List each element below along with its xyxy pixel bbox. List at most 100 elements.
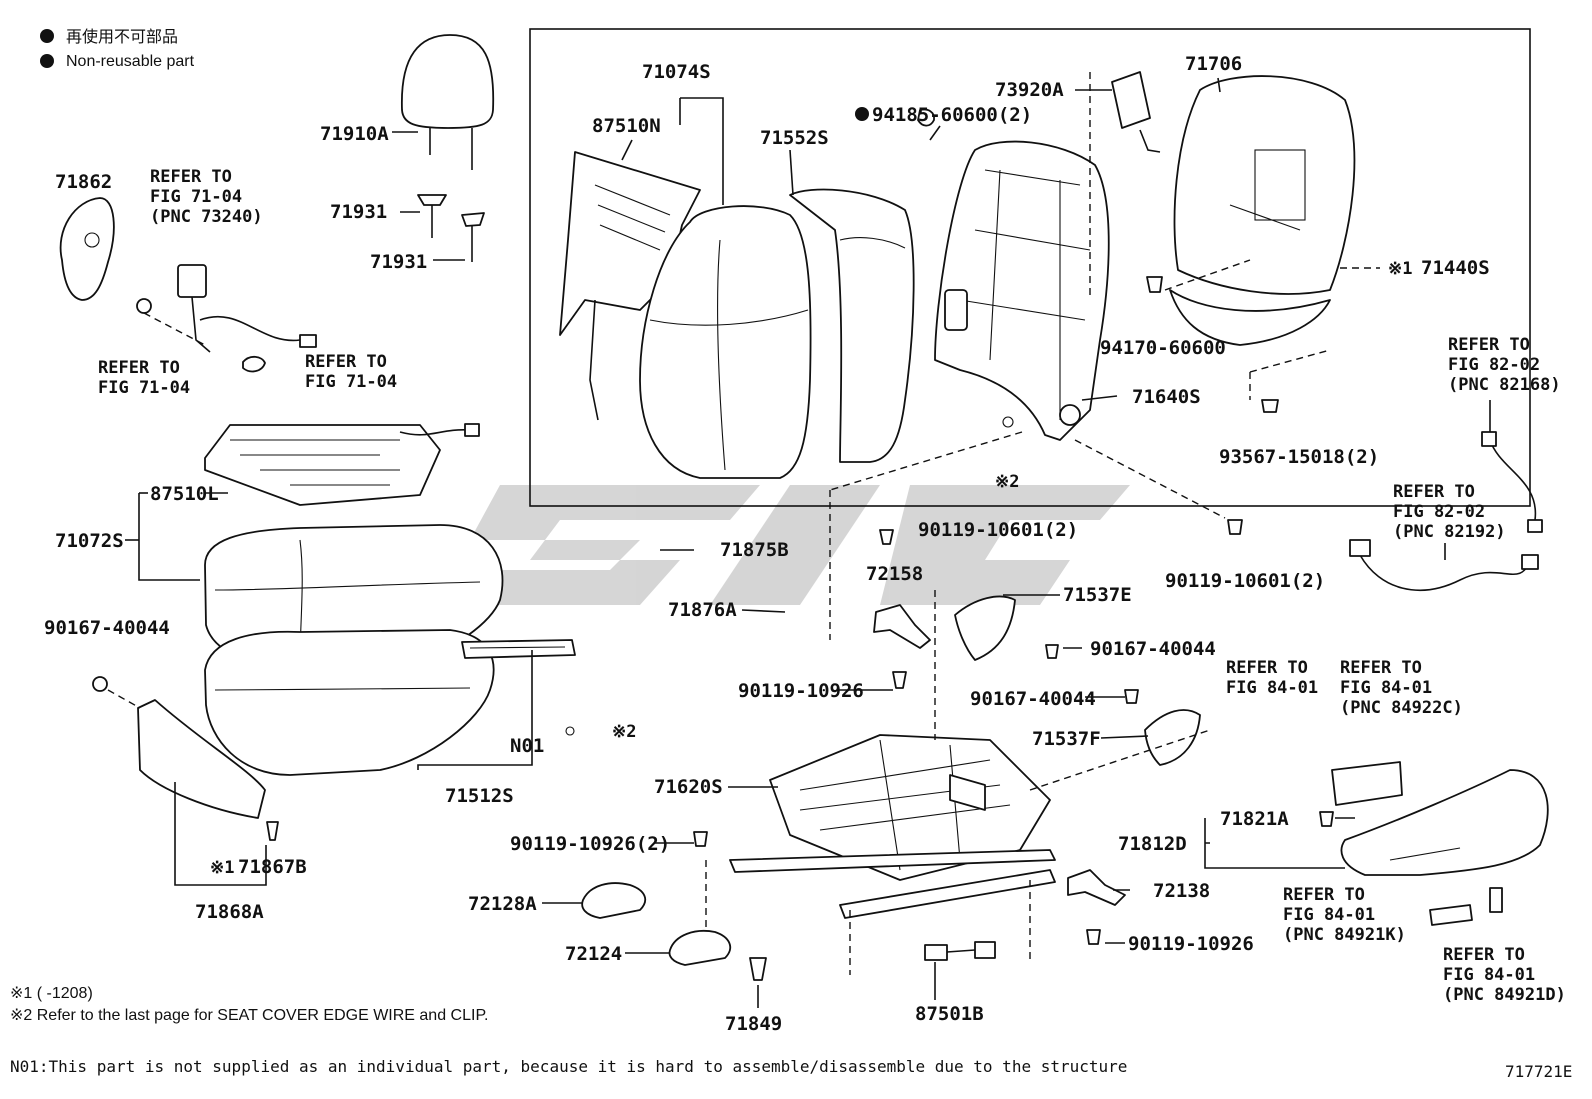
refer-callout-71-04-right: REFER TO FIG 71-04 xyxy=(305,352,397,392)
label-71074S: 71074S xyxy=(642,61,711,83)
label-90119-10926: 90119-10926 xyxy=(738,680,864,702)
label-71931: 71931 xyxy=(370,251,427,273)
seatback-pad-87510N-drawing xyxy=(559,151,701,421)
svg-text:(PNC 84921K): (PNC 84921K) xyxy=(1283,925,1406,945)
seatback-frame-71640S-drawing xyxy=(917,108,1110,441)
clip-icon xyxy=(565,726,575,736)
label-71512S: 71512S xyxy=(445,785,514,807)
non-reusable-dot-icon xyxy=(40,54,54,68)
refer-callout-73240: REFER TO FIG 71-04 (PNC 73240) xyxy=(150,167,263,227)
svg-text:FIG 82-02: FIG 82-02 xyxy=(1393,502,1485,522)
svg-text:FIG 84-01: FIG 84-01 xyxy=(1226,678,1318,698)
seatback-board-71706-drawing xyxy=(1169,75,1356,346)
svg-text:(PNC 82192): (PNC 82192) xyxy=(1393,522,1506,542)
side-shield-71812D-drawing xyxy=(1319,761,1549,926)
label-71640S: 71640S xyxy=(1132,386,1201,408)
part-labels: 71910A 71931 71931 71862 71074S 87510N 7… xyxy=(44,53,1490,1035)
svg-text:REFER TO: REFER TO xyxy=(150,167,232,187)
seat-heater-87510L-drawing xyxy=(204,423,480,506)
label-71910A: 71910A xyxy=(320,123,389,145)
part-71862-drawing xyxy=(59,197,115,301)
svg-text:REFER TO: REFER TO xyxy=(1340,658,1422,678)
label-71620S: 71620S xyxy=(654,776,723,798)
label-87510L: 87510L xyxy=(150,483,219,505)
svg-text:REFER TO: REFER TO xyxy=(1283,885,1365,905)
svg-text:REFER TO: REFER TO xyxy=(1393,482,1475,502)
svg-text:(PNC 84922C): (PNC 84922C) xyxy=(1340,698,1463,718)
svg-text:FIG 84-01: FIG 84-01 xyxy=(1340,678,1432,698)
svg-text:FIG 84-01: FIG 84-01 xyxy=(1283,905,1375,925)
legend-jp: 再使用不可部品 xyxy=(66,28,178,46)
refer-to-callouts: REFER TO FIG 71-04 (PNC 73240) REFER TO … xyxy=(98,167,1566,1005)
label-90119-10926: 90119-10926(2) xyxy=(510,833,670,855)
label-71868A: 71868A xyxy=(195,901,264,923)
figure-code: 717721E xyxy=(1505,1062,1572,1081)
label-87510N: 87510N xyxy=(592,115,661,137)
legend-en: Non-reusable part xyxy=(66,53,195,70)
covers-72128A-72124-drawing xyxy=(581,882,732,966)
svg-text:FIG 82-02: FIG 82-02 xyxy=(1448,355,1540,375)
label-71862: 71862 xyxy=(55,171,112,193)
side-airbag-73920A-drawing xyxy=(1089,71,1161,300)
seat-cushion-drawing xyxy=(204,524,576,776)
wire-harness-drawing xyxy=(1349,431,1543,591)
legend: 再使用不可部品 Non-reusable part xyxy=(40,28,195,70)
label-71706: 71706 xyxy=(1185,53,1242,75)
label-71849: 71849 xyxy=(725,1013,782,1035)
refer-callout-82168: REFER TO FIG 82-02 (PNC 82168) xyxy=(1448,335,1561,395)
label-90119-10926: 90119-10926 xyxy=(1128,933,1254,955)
label-94185-60600: 94185-60600(2) xyxy=(872,104,1032,126)
mark-note-2: ※2 xyxy=(995,472,1019,492)
label-93567-15018: 93567-15018(2) xyxy=(1219,446,1379,468)
footnote-1: ※1 ( -1208) xyxy=(10,985,93,1002)
label-71821A: 71821A xyxy=(1220,808,1289,830)
refer-callout-84-01: REFER TO FIG 84-01 xyxy=(1226,658,1318,698)
label-90167-40044: 90167-40044 xyxy=(1090,638,1216,660)
leader-lines xyxy=(138,77,1491,1008)
svg-text:REFER TO: REFER TO xyxy=(1226,658,1308,678)
label-73920A: 73920A xyxy=(995,79,1064,101)
seatback-group-frame xyxy=(529,28,1531,507)
svg-text:REFER TO: REFER TO xyxy=(98,358,180,378)
mark-note-2: ※2 xyxy=(612,722,636,742)
label-71552S: 71552S xyxy=(760,127,829,149)
label-90119-10601: 90119-10601(2) xyxy=(1165,570,1325,592)
label-71537F: 71537F xyxy=(1032,728,1101,750)
svg-text:(PNC 84921D): (PNC 84921D) xyxy=(1443,985,1566,1005)
refer-callout-84921K: REFER TO FIG 84-01 (PNC 84921K) xyxy=(1283,885,1406,945)
headrest-drawing xyxy=(401,34,495,262)
svg-text:REFER TO: REFER TO xyxy=(305,352,387,372)
mark-note-1: ※1 xyxy=(1388,259,1412,279)
label-90167-40044: 90167-40044 xyxy=(44,617,170,639)
non-reusable-dot-icon xyxy=(855,107,869,121)
mark-note-1: ※1 xyxy=(210,858,234,878)
svg-text:FIG 71-04: FIG 71-04 xyxy=(305,372,397,392)
refer-callout-84922C: REFER TO FIG 84-01 (PNC 84922C) xyxy=(1340,658,1463,718)
label-71876A: 71876A xyxy=(668,599,737,621)
svg-text:FIG 71-04: FIG 71-04 xyxy=(98,378,190,398)
svg-text:FIG 71-04: FIG 71-04 xyxy=(150,187,242,207)
label-71867B: 71867B xyxy=(238,856,307,878)
label-94170-60600: 94170-60600 xyxy=(1100,337,1226,359)
label-72124: 72124 xyxy=(565,943,622,965)
svg-text:FIG 84-01: FIG 84-01 xyxy=(1443,965,1535,985)
footnotes: ※1 ( -1208) ※2 Refer to the last page fo… xyxy=(10,985,1572,1081)
label-87501B: 87501B xyxy=(915,1003,984,1025)
label-71875B: 71875B xyxy=(720,539,789,561)
recliner-covers-drawing xyxy=(873,595,1201,906)
svg-text:REFER TO: REFER TO xyxy=(1448,335,1530,355)
switch-87501B-drawing xyxy=(924,941,996,961)
label-N01: N01 xyxy=(510,735,544,757)
label-71931: 71931 xyxy=(330,201,387,223)
refer-callout-71-04-left: REFER TO FIG 71-04 xyxy=(98,358,190,398)
fasteners-seatback-drawing xyxy=(1002,259,1331,428)
svg-text:(PNC 82168): (PNC 82168) xyxy=(1448,375,1561,395)
label-72138: 72138 xyxy=(1153,880,1210,902)
seatback-pad-71552S-drawing xyxy=(789,188,915,463)
refer-callout-84921D: REFER TO FIG 84-01 (PNC 84921D) xyxy=(1443,945,1566,1005)
footnote-n01: N01:This part is not supplied as an indi… xyxy=(10,1057,1127,1076)
refer-callout-82192: REFER TO FIG 82-02 (PNC 82192) xyxy=(1393,482,1506,542)
side-cover-71868A-drawing xyxy=(92,676,279,841)
